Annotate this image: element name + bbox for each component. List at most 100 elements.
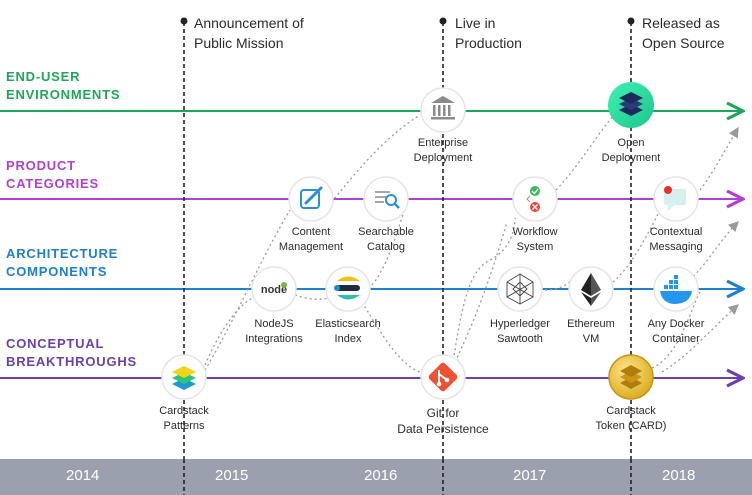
node-label-ethereum: Ethereum VM <box>536 317 646 347</box>
node-label-line: NodeJS <box>254 318 294 330</box>
node-label-line: Content <box>291 226 331 238</box>
node-label-line: Catalog <box>367 241 405 253</box>
node-label-docker: Any Docker Container <box>621 317 731 347</box>
lane-label-line: PRODUCT <box>6 158 76 173</box>
workflow-icon <box>526 186 540 212</box>
node-label-line: Integrations <box>245 333 303 345</box>
node-label-line: Deployment <box>601 152 661 164</box>
node-label-git: Git for Data Persistence <box>388 405 498 437</box>
node-label-hyperledger: Hyperledger Sawtooth <box>465 317 575 347</box>
node-label-line: Git for <box>426 406 460 420</box>
lane-label-conceptual-breakthroughs: CONCEPTUAL BREAKTHROUGHS <box>6 335 137 371</box>
node-label-line: Management <box>278 241 344 253</box>
year-2015: 2015 <box>215 467 249 484</box>
node-label-line: Patterns <box>163 420 205 432</box>
lane-label-line: END-USER <box>6 69 81 84</box>
milestone-line: Open Source <box>642 35 725 51</box>
node-content-management <box>288 176 334 222</box>
node-label-line: Any Docker <box>647 318 705 330</box>
node-label-content-management: Content Management <box>256 225 366 255</box>
node-label-line: Container <box>652 333 700 345</box>
building-icon <box>431 96 455 120</box>
card-token-icon <box>620 365 642 389</box>
lane-label-line: COMPONENTS <box>6 264 108 279</box>
node-label-elasticsearch: Elasticsearch Index <box>293 317 403 347</box>
node-contextual-messaging <box>653 176 699 222</box>
node-nodejs-integrations: node <box>251 266 297 312</box>
node-label-line: VM <box>582 333 600 345</box>
layers-icon <box>172 366 196 390</box>
year-bar <box>0 459 752 495</box>
lane-label-product-categories: PRODUCT CATEGORIES <box>6 157 99 193</box>
lane-label-end-user-environments: END-USER ENVIRONMENTS <box>6 68 120 104</box>
milestone-public-mission: Announcement of Public Mission <box>194 13 304 53</box>
node-label-line: Messaging <box>649 241 703 253</box>
message-icon <box>664 186 686 211</box>
ethereum-icon <box>581 273 601 306</box>
year-2014: 2014 <box>66 467 100 484</box>
year-2018: 2018 <box>662 467 696 484</box>
node-label-cardstack-token: Cardstack Token (CARD) <box>576 404 686 434</box>
lane-label-line: CATEGORIES <box>6 176 99 191</box>
node-label-contextual-messaging: Contextual Messaging <box>621 225 731 255</box>
node-label-line: System <box>516 241 554 253</box>
node-label-workflow: Workflow System <box>480 225 590 255</box>
node-label-line: Index <box>334 333 362 345</box>
node-label-line: Workflow <box>512 226 558 238</box>
year-2017: 2017 <box>513 467 547 484</box>
node-enterprise-deployment <box>420 87 466 133</box>
node-label-line: Open <box>617 137 645 149</box>
lane-label-line: ARCHITECTURE <box>6 246 119 261</box>
elasticsearch-icon <box>334 276 360 300</box>
node-label-open-deployment: Open Deployment <box>576 136 686 166</box>
milestone-live-in-production: Live in Production <box>455 13 522 53</box>
node-label-line: Hyperledger <box>490 318 550 330</box>
milestone-open-source: Released as Open Source <box>642 13 725 53</box>
node-git-data-persistence <box>420 354 466 400</box>
lane-label-line: BREAKTHROUGHS <box>6 354 138 369</box>
node-ethereum-vm <box>568 266 614 312</box>
lane-label-architecture-components: ARCHITECTURE COMPONENTS <box>6 245 118 281</box>
node-label-line: Contextual <box>649 226 703 238</box>
node-label-line: Token (CARD) <box>595 420 667 432</box>
node-label-line: Deployment <box>413 152 473 164</box>
year-2016: 2016 <box>364 467 398 484</box>
search-doc-icon <box>375 191 400 209</box>
node-label-line: Data Persistence <box>397 422 489 436</box>
node-label-cardstack-patterns: Cardstack Patterns <box>129 404 239 434</box>
milestone-line: Production <box>455 35 522 51</box>
node-workflow-system <box>512 176 558 222</box>
node-label-line: Elasticsearch <box>315 318 381 330</box>
node-label-enterprise-deployment: Enterprise Deployment <box>388 136 498 166</box>
milestone-line: Announcement of <box>194 15 304 31</box>
nodejs-icon-text: node <box>261 284 287 296</box>
lane-label-line: ENVIRONMENTS <box>6 87 121 102</box>
node-open-deployment <box>608 82 654 128</box>
git-icon <box>428 362 458 392</box>
node-label-line: Enterprise <box>417 137 469 149</box>
milestone-lines-overlay <box>183 459 632 495</box>
node-cardstack-patterns <box>161 354 207 400</box>
node-label-line: Ethereum <box>567 318 615 330</box>
node-searchable-catalog <box>363 176 409 222</box>
node-elasticsearch-index <box>325 266 371 312</box>
edit-icon <box>300 186 323 209</box>
node-label-nodejs: NodeJS Integrations <box>219 317 329 347</box>
node-any-docker-container <box>653 266 699 312</box>
node-label-line: Cardstack <box>606 405 656 417</box>
node-label-line: Cardstack <box>159 405 209 417</box>
stack-icon <box>619 92 643 116</box>
docker-icon <box>660 275 692 304</box>
milestone-line: Released as <box>642 15 720 31</box>
node-hyperledger-sawtooth <box>497 266 543 312</box>
hyperledger-icon <box>506 273 534 305</box>
milestone-line: Live in <box>455 15 496 31</box>
milestone-line: Public Mission <box>194 35 284 51</box>
node-cardstack-token <box>608 354 654 400</box>
node-label-line: Searchable <box>358 226 414 238</box>
nodejs-icon: node <box>261 282 287 296</box>
node-label-searchable-catalog: Searchable Catalog <box>331 225 441 255</box>
connectors <box>204 114 739 374</box>
